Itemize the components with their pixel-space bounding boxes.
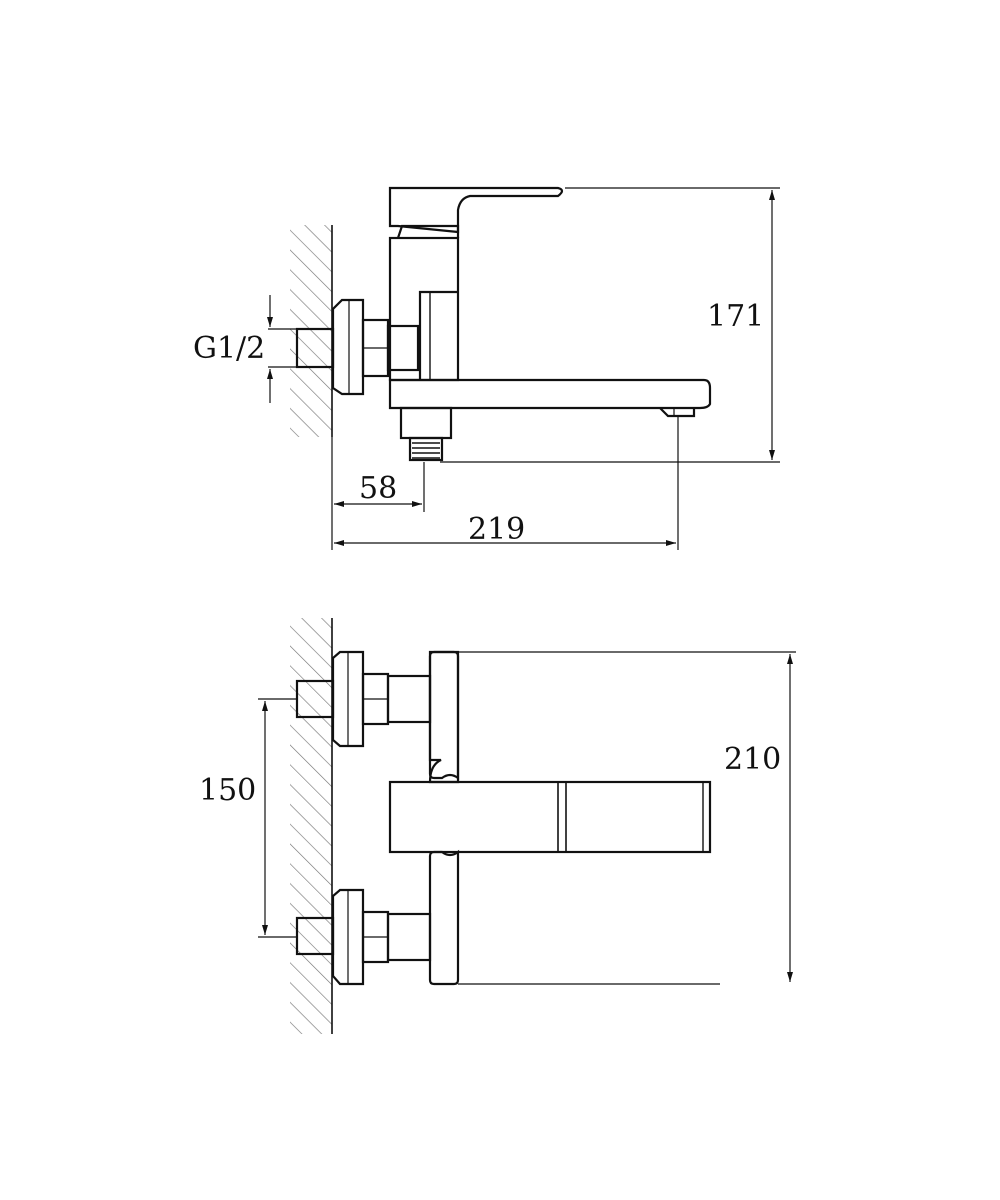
inlet-connection-top-lower (295, 888, 432, 986)
mixer-body-side (388, 224, 460, 382)
outlet-offset-label: 58 (359, 471, 397, 506)
reach-dimension (331, 416, 679, 550)
diverter-outlet-side (399, 406, 453, 462)
height-dimension (440, 187, 780, 463)
inlet-spacing-label: 150 (199, 773, 256, 808)
reach-dimension-label: 219 (468, 512, 525, 547)
spout-top (388, 780, 712, 854)
height-dimension-label: 171 (707, 299, 764, 334)
spout-side (388, 378, 712, 418)
top-view (258, 618, 796, 1034)
thread-size-label: G1/2 (193, 331, 265, 366)
inlet-connection-side (295, 298, 420, 396)
inlet-spacing-dimension (258, 698, 296, 938)
lever-handle-side (388, 186, 564, 234)
thread-dimension (267, 295, 296, 403)
width-dimension-label: 210 (724, 742, 781, 777)
mixer-body-top (428, 650, 460, 986)
side-view (267, 186, 780, 550)
outlet-offset-dimension (331, 437, 425, 512)
width-dimension (458, 651, 796, 985)
